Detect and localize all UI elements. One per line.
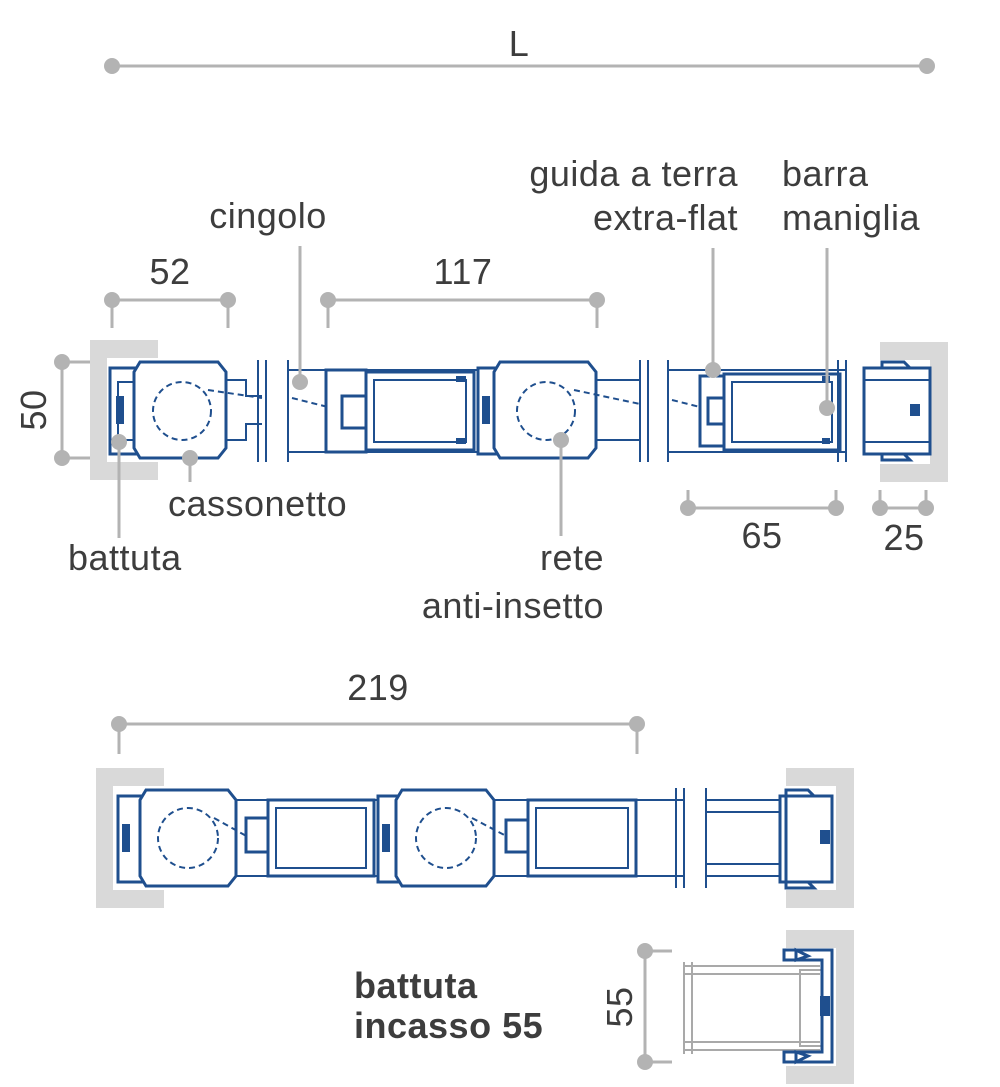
dimension-52-label: 52 — [149, 251, 190, 292]
label-cingolo: cingolo — [209, 195, 327, 236]
label-barra-line1: barra — [782, 153, 869, 194]
label-battuta: battuta — [68, 537, 182, 578]
middle-panel-top — [287, 360, 480, 462]
cassonetto-profile-top-2 — [476, 360, 649, 462]
dimension-219: 219 — [111, 667, 645, 754]
label-barra-line2: maniglia — [782, 197, 921, 238]
label-rete-line2: anti-insetto — [422, 585, 604, 626]
dimension-l: L — [104, 23, 935, 74]
dimension-50: 50 — [13, 354, 90, 466]
dimension-l-label: L — [509, 23, 530, 64]
wall-right-bottom — [784, 768, 854, 908]
detail-profile — [683, 930, 854, 1084]
dimension-50-label: 50 — [13, 389, 54, 430]
assembly-bottom — [116, 788, 832, 888]
detail-title-line2: incasso 55 — [354, 1005, 543, 1046]
guida-barra-top — [667, 360, 847, 462]
label-rete-line1: rete — [540, 537, 604, 578]
label-guida-line2: extra-flat — [593, 197, 738, 238]
dimension-117: 117 — [320, 251, 605, 328]
dimension-55: 55 — [599, 943, 672, 1070]
wall-right-top — [862, 342, 948, 482]
leaders-top — [111, 246, 835, 538]
dimension-65-label: 65 — [741, 515, 782, 556]
dimension-219-label: 219 — [347, 667, 409, 708]
dimension-25: 25 — [872, 490, 934, 558]
detail-title-line1: battuta — [354, 965, 478, 1006]
cassonetto-profile-top — [108, 360, 267, 462]
dimension-55-label: 55 — [599, 986, 640, 1027]
label-guida-line1: guida a terra — [529, 153, 738, 194]
dimension-65: 65 — [680, 490, 844, 556]
label-cassonetto: cassonetto — [168, 483, 347, 524]
dimension-52: 52 — [104, 251, 236, 328]
dimension-117-label: 117 — [434, 251, 493, 292]
dimension-25-label: 25 — [883, 517, 924, 558]
